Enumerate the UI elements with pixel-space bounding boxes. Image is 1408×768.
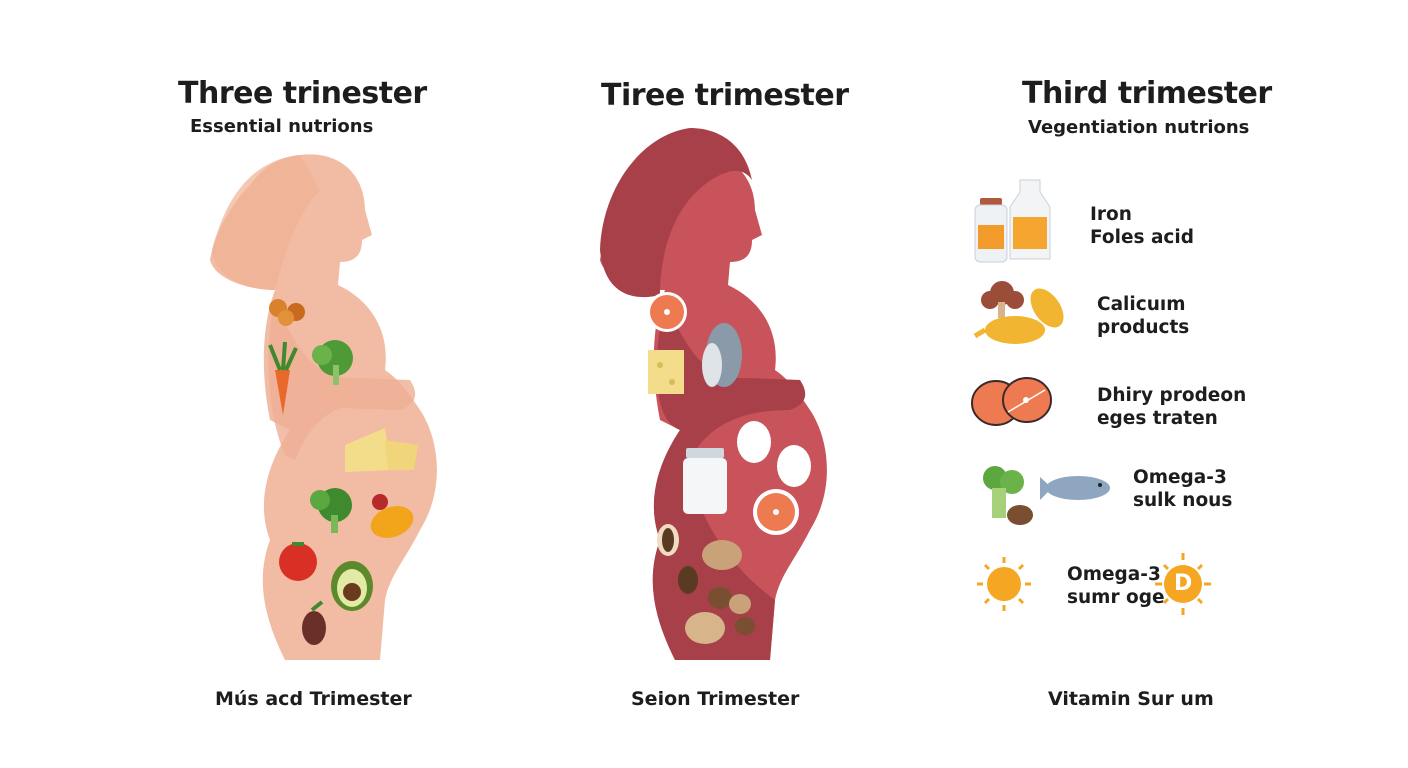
- vitamin-d-badge: D: [1174, 571, 1193, 596]
- panel-caption-second: Seion Trimester: [631, 688, 800, 710]
- food-icons-first: [268, 299, 418, 645]
- supplement-bottles-icon: [974, 179, 1051, 263]
- nutrient-line: Calicuım: [1097, 294, 1186, 315]
- nutrient-line: Omega-3: [1133, 467, 1227, 488]
- panel-caption-third: Vitamin Sur um: [1048, 688, 1214, 710]
- food-icons-second: [647, 292, 811, 644]
- panel-caption-first: Mús acd Trimester: [215, 688, 412, 710]
- panel-title-third: Third trimester: [1022, 76, 1272, 111]
- nutrient-line: sulk nous: [1133, 490, 1233, 511]
- pregnant-silhouette-light: [210, 154, 437, 660]
- nutrient-line: Omega-3: [1067, 564, 1161, 585]
- nutrient-line: sumr oge: [1067, 587, 1165, 608]
- nutrient-line: products: [1097, 317, 1190, 338]
- nutrient-line: eges traten: [1097, 408, 1218, 429]
- panel-subtitle-first: Essential nutrions: [190, 116, 374, 137]
- nutrient-line: Foles acid: [1090, 227, 1194, 248]
- panel-title-first: Three trinester: [178, 76, 427, 111]
- nutrient-line: Iron: [1090, 204, 1132, 225]
- panel-title-second: Tiree trimester: [601, 78, 849, 113]
- sun-vitamin-d-icon: [977, 553, 1211, 615]
- salmon-steak-icon: [971, 377, 1052, 426]
- broccoli-chicken-icon: [973, 281, 1064, 344]
- nutrient-line: Dhiry prodeon: [1097, 385, 1247, 406]
- panel-subtitle-third: Vegentiation nutrions: [1028, 117, 1250, 138]
- fish-broccoli-icon: [983, 466, 1110, 525]
- pregnant-silhouette-dark: [600, 128, 827, 660]
